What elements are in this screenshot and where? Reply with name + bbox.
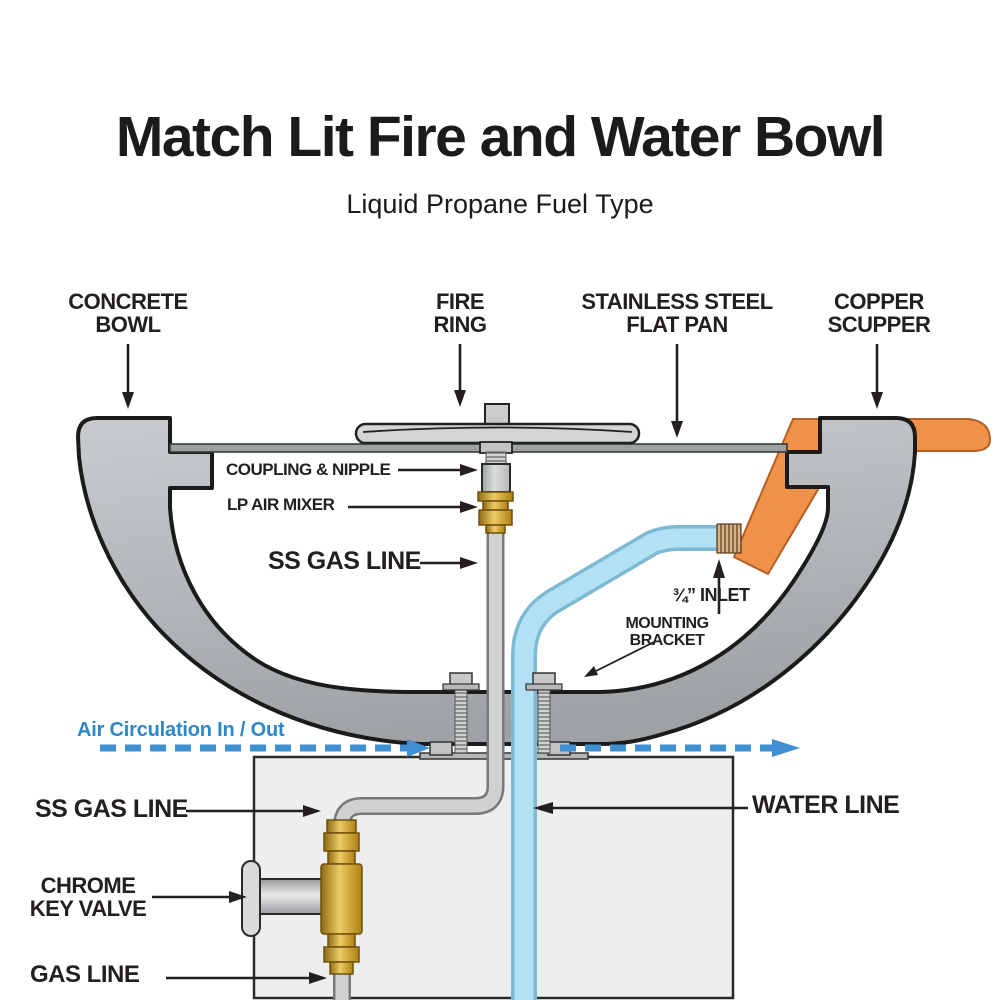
ss-gas-line-pipe: [333, 520, 505, 1000]
label-copper-scupper: COPPER SCUPPER: [827, 289, 931, 337]
bracket-bolts: [442, 672, 563, 754]
coupling-nipple: [481, 451, 511, 493]
label-arrows: [122, 344, 883, 984]
label-stainless-steel-flat-pan: STAINLESS STEEL FLAT PAN: [581, 289, 773, 337]
label-mounting-bracket: MOUNTING BRACKET: [625, 615, 709, 649]
label-lp-air-mixer: LP AIR MIXER: [227, 495, 335, 514]
label-ss-gas-line-upper: SS GAS LINE: [268, 547, 421, 575]
label-water-line: WATER LINE: [752, 791, 900, 819]
label-concrete-bowl: CONCRETE BOWL: [68, 289, 188, 337]
gas-valve-body: [320, 819, 363, 975]
flat-pan: [169, 443, 788, 453]
label-air-circulation: Air Circulation In / Out: [77, 719, 285, 741]
inlet-threads: [716, 523, 742, 554]
chrome-key-valve: [241, 860, 333, 937]
page-title: Match Lit Fire and Water Bowl: [115, 105, 886, 169]
air-circulation-arrows: [100, 739, 800, 757]
label-fire-ring: FIRE RING: [433, 289, 488, 337]
label-ss-gas-line-lower: SS GAS LINE: [35, 795, 188, 823]
label-inlet: ¾” INLET: [672, 585, 750, 605]
page-subtitle: Liquid Propane Fuel Type: [346, 189, 654, 219]
water-line-pipe: [511, 525, 720, 1000]
label-gas-line: GAS LINE: [30, 961, 140, 988]
label-coupling-nipple: COUPLING & NIPPLE: [226, 460, 391, 479]
fire-ring: [354, 403, 641, 454]
label-chrome-key-valve: CHROME KEY VALVE: [29, 873, 147, 921]
lp-air-mixer: [477, 491, 514, 534]
concrete-bowl-shape: [76, 416, 917, 746]
